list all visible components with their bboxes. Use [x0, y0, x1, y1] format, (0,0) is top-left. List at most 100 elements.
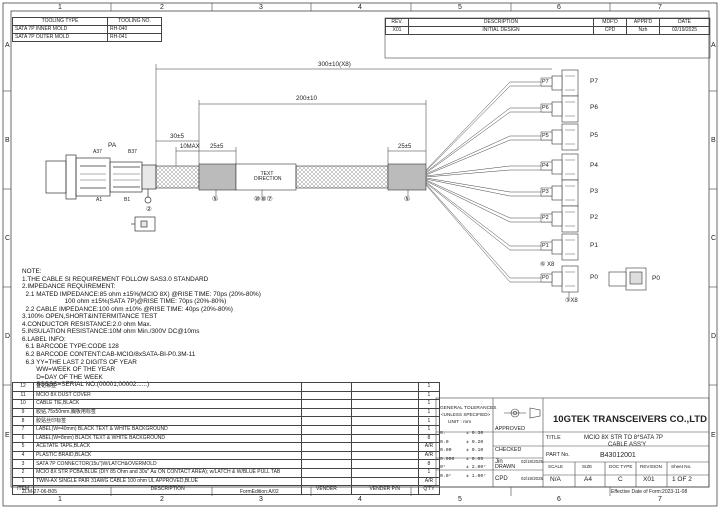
- bom-footer-cell: Q'TY: [417, 485, 441, 495]
- bom-cell: [350, 433, 419, 444]
- row-label-e-right: E: [711, 432, 716, 439]
- note-line: 3.100% OPEN,SHORT&INTERMITANCE TEST: [22, 313, 158, 321]
- col-label-5-bottom: 5: [458, 496, 462, 503]
- bom-cell: [350, 416, 419, 426]
- bom-cell: 胶贴,75x50mm,胸板用标签: [33, 407, 303, 418]
- bom-cell: TWIN-AX SINGLE PAIR 31AWG CABLE 100 ohm …: [33, 476, 303, 487]
- rev-cell: 02/19/2025: [659, 26, 710, 35]
- tol-value: ± 0.30: [466, 431, 484, 436]
- bom-cell: [350, 459, 419, 469]
- col-label-5: 5: [458, 4, 462, 11]
- bom-cell: 8: [417, 433, 441, 444]
- tol-value: ± 2.00°: [466, 465, 487, 471]
- tol-subtitle: <UNLESS SPECIFIED>: [441, 412, 491, 417]
- bom-cell: [301, 459, 352, 469]
- callout-3: ③X8: [565, 298, 578, 304]
- bom-cell: 4: [11, 450, 35, 461]
- rev-header: DESCRIPTION: [408, 18, 594, 27]
- bom-cell: [350, 399, 419, 409]
- callout-2: ②: [146, 206, 152, 213]
- col-label-2-bottom: 2: [160, 496, 164, 503]
- callout-6: ⑥ X8: [540, 262, 555, 268]
- label-a37: A37: [93, 149, 102, 155]
- callout-5a: ⑤: [212, 196, 219, 203]
- dim-main: 200±10: [296, 95, 317, 102]
- bom-cell: [350, 467, 419, 478]
- dim-10: 10MAX: [180, 144, 200, 150]
- port-label-p4: P4: [590, 162, 598, 169]
- row-label-b: B: [5, 137, 10, 144]
- port-label-p7-box: P7: [542, 79, 549, 85]
- rev-cell: X01: [385, 26, 409, 35]
- sata-connectors: [551, 69, 647, 293]
- bom-cell: 7: [11, 424, 35, 435]
- dim-30: 30±5: [170, 133, 184, 140]
- note-line: 5.INSULATION RESISTANCE:10M ohm Min./300…: [22, 328, 200, 336]
- bom-cell: [301, 390, 352, 401]
- bom-cell: 1: [417, 467, 441, 478]
- tooling-cell: RH-040: [107, 25, 162, 34]
- row-label-a-right: A: [711, 42, 716, 49]
- bom-cell: A/R: [417, 442, 441, 452]
- bom-cell: SATA 7P CONNECTOR(15u")W/LATCH&OVERMOLD: [33, 459, 303, 469]
- tooling-cell: SATA 7P OUTER MOLD: [12, 33, 108, 42]
- port-label-p0: P0: [590, 274, 598, 281]
- tol-value: ± 0.05: [466, 456, 484, 462]
- title-label: TITLE: [546, 435, 561, 441]
- bom-cell: 1: [417, 416, 441, 426]
- col-label-2: 2: [160, 4, 164, 11]
- rev-header: DATE: [659, 18, 710, 27]
- scale-label: SCALE: [548, 464, 564, 469]
- dimension-lines: [155, 64, 552, 166]
- label-b1: B1: [124, 197, 131, 203]
- note-line: 6.3 YY=THE LAST 2 DIGITS OF YEAR: [22, 358, 137, 366]
- bom-cell: A/R: [417, 476, 441, 487]
- port-label-p4-box: P4: [542, 163, 549, 169]
- tooling-header-no: TOOLING NO.: [107, 17, 162, 26]
- bom-cell: 12: [11, 382, 35, 392]
- tol-key: 0.00: [440, 448, 452, 454]
- rev-header: APPR'D: [626, 18, 660, 27]
- bom-cell: [350, 450, 419, 461]
- note-line: 6.LABEL INFO:: [22, 335, 66, 343]
- bom-cell: [350, 382, 419, 392]
- note-line: 2.2 CABLE IMPEDANCE:100 ohm ±10% @RISE T…: [22, 305, 233, 313]
- port-label-p3-box: P3: [542, 189, 549, 195]
- footer-code: ZLM-27-06-B05: [22, 489, 58, 495]
- col-label-1-bottom: 1: [58, 496, 62, 503]
- size-label: SIZE: [582, 464, 593, 469]
- port-label-p7: P7: [590, 78, 598, 85]
- row-label-c: C: [5, 235, 11, 242]
- dim-25b: 25±5: [398, 144, 412, 150]
- bom-cell: [301, 416, 352, 426]
- bom-cell: [301, 382, 352, 392]
- size-value: A4: [584, 476, 592, 483]
- port-label-p5-box: P5: [542, 133, 549, 139]
- checked-by: Jin: [495, 459, 503, 465]
- bom-cell: [350, 407, 419, 418]
- col-label-4: 4: [358, 4, 362, 11]
- col-label-3-bottom: 3: [259, 496, 263, 503]
- bom-cell: 1: [417, 407, 441, 418]
- bom-cell: [301, 433, 352, 444]
- bom-cell: CABLE TIE,BLACK: [33, 399, 303, 409]
- port-label-p1: P1: [590, 242, 598, 249]
- note-line: 4.CONDUCTOR RESISTANCE:2.0 ohm Max.: [22, 320, 152, 328]
- row-label-d-right: D: [711, 333, 717, 340]
- tol-key: 0.0°: [440, 474, 452, 479]
- row-label-a: A: [5, 42, 10, 49]
- drawn-by: CPD: [495, 476, 508, 482]
- port-label-p2: P2: [590, 214, 598, 221]
- bom-cell: 1: [417, 424, 441, 435]
- bom-cell: 8: [11, 416, 35, 426]
- label-b37: B37: [128, 149, 137, 155]
- bom-cell: MCIO 8X DUST COVER: [33, 390, 303, 401]
- footer-effective: Effective Date of Form:2023-11-08: [611, 489, 688, 495]
- bom-cell: A/R: [417, 450, 441, 461]
- bom-cell: 1: [11, 476, 35, 487]
